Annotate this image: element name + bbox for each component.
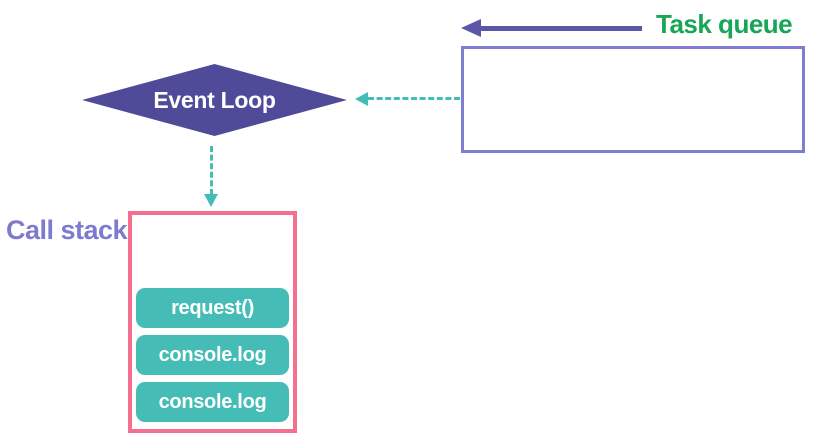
arrow-left-head-icon xyxy=(355,92,368,106)
call-stack-label: Call stack xyxy=(6,215,128,245)
task-queue-box xyxy=(461,46,805,153)
stack-frame-request: request() xyxy=(136,288,289,328)
event-loop-diamond: Event Loop xyxy=(82,64,347,136)
call-stack-box: request() console.log console.log xyxy=(128,211,297,433)
task-queue-label: Task queue xyxy=(656,9,793,39)
stack-frame-console-log-2: console.log xyxy=(136,382,289,422)
arrow-shaft xyxy=(479,26,642,31)
stack-frame-console-log-1: console.log xyxy=(136,335,289,375)
event-loop-label: Event Loop xyxy=(153,86,276,113)
arrow-left-head-icon xyxy=(461,19,481,37)
dashed-shaft-horizontal xyxy=(368,97,460,100)
dashed-shaft-vertical xyxy=(210,146,213,195)
arrow-down-head-icon xyxy=(204,194,218,207)
